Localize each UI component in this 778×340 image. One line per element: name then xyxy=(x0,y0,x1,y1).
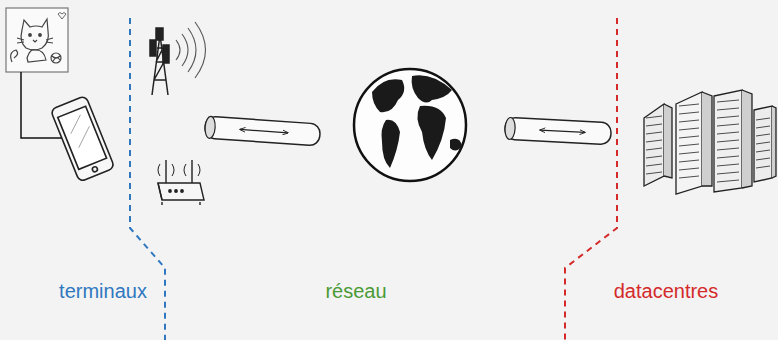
zone-label: réseau xyxy=(325,279,386,303)
rack-stripe xyxy=(679,144,699,146)
router-icon xyxy=(158,160,204,205)
globe xyxy=(354,69,466,181)
server-racks xyxy=(644,90,776,194)
rack-stripe xyxy=(756,118,770,120)
rack-stripe xyxy=(646,140,662,142)
rack-stripe xyxy=(717,100,739,102)
cable xyxy=(504,117,611,145)
rack-stripe xyxy=(717,108,739,110)
phone-icon xyxy=(50,95,114,182)
rack-stripe xyxy=(646,124,662,126)
rack-stripe xyxy=(756,166,770,168)
rack-stripe xyxy=(646,116,662,118)
rack-stripe xyxy=(756,150,770,152)
rack-stripe xyxy=(679,104,699,106)
rack-stripe xyxy=(717,124,739,126)
rack-stripe xyxy=(717,148,739,150)
rack-stripe xyxy=(679,128,699,130)
rack-stripe xyxy=(646,156,662,158)
rack-stripe xyxy=(717,180,739,182)
rack-stripe xyxy=(717,132,739,134)
rack-stripe xyxy=(679,152,699,154)
cat-picture xyxy=(6,8,68,72)
rack-stripe xyxy=(679,168,699,170)
rack-stripe xyxy=(717,172,739,174)
zone-label: datacentres xyxy=(614,279,719,303)
rack-stripe xyxy=(679,176,699,178)
separator-line xyxy=(565,18,617,340)
rack-stripe xyxy=(646,148,662,150)
zone-label: terminaux xyxy=(59,279,147,303)
rack-stripe xyxy=(756,134,770,136)
cell-tower xyxy=(150,22,206,95)
rack-stripe xyxy=(679,160,699,162)
rack-stripe xyxy=(679,120,699,122)
rack-stripe xyxy=(679,136,699,138)
rack-stripe xyxy=(646,164,662,166)
rack-stripe xyxy=(646,132,662,134)
rack-stripe xyxy=(717,164,739,166)
rack-stripe xyxy=(679,112,699,114)
rack-stripe xyxy=(756,142,770,144)
cable xyxy=(204,116,320,146)
rack-stripe xyxy=(717,156,739,158)
rack-stripe xyxy=(717,140,739,142)
rack-stripe xyxy=(756,158,770,160)
rack-stripe xyxy=(717,116,739,118)
rack-stripe xyxy=(646,172,662,174)
rack-stripe xyxy=(756,126,770,128)
